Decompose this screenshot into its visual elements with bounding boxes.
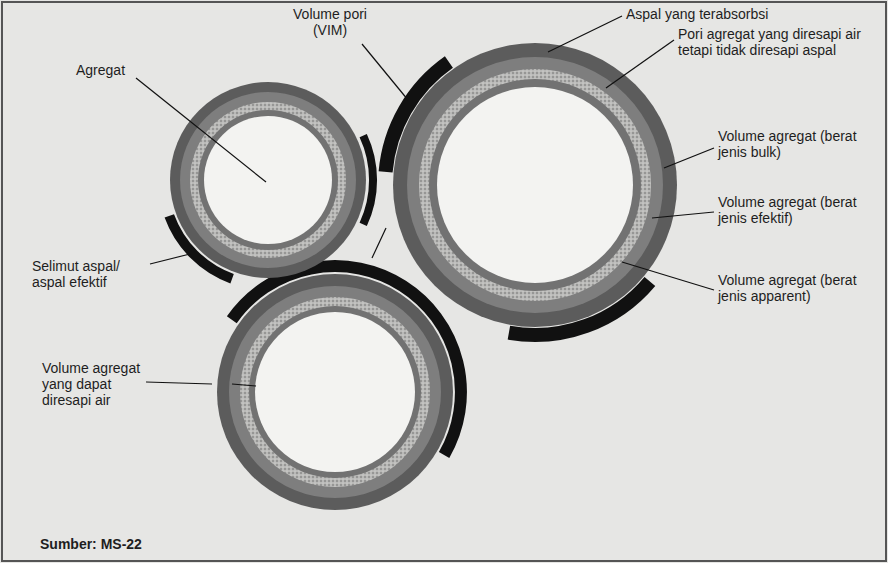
callout-label: Agregat [76,62,156,78]
callout-label: Volume agregat (berat jenis bulk) [718,128,878,160]
callout-label: Pori agregat yang diresapi air tetapi ti… [678,26,874,58]
callout-label: Selimut aspal/ aspal efektif [32,258,148,290]
callout-label: Aspal yang terabsorbsi [626,6,876,22]
callout-label: Volume agregat (berat jenis efektif) [718,194,878,226]
callout-label: Volume agregat (berat jenis apparent) [718,272,878,304]
leader-lines [136,16,714,386]
source-caption: Sumber: MS-22 [40,536,142,552]
aggregate-particle [386,43,677,335]
aggregate-particle [217,266,461,510]
callout-label: Volume agregat yang dapat diresapi air [42,360,144,408]
callout-label: Volume pori (VIM) [282,6,378,38]
aggregate-particle [169,82,373,279]
